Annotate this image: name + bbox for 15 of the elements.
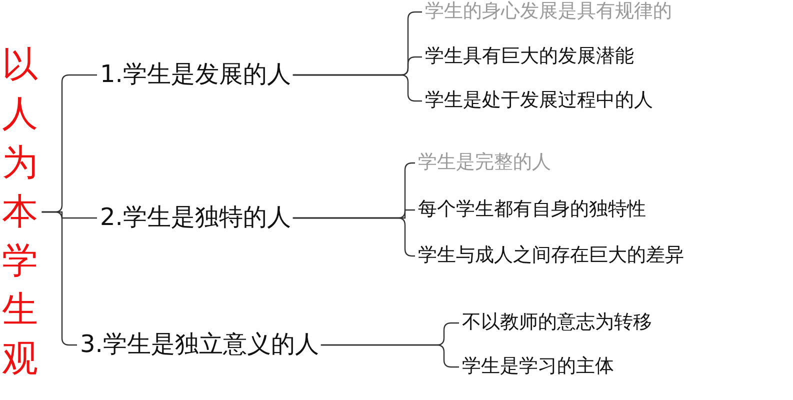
branch-label: 2.学生是独特的人: [100, 204, 291, 232]
point-text: 学生具有巨大的发展潜能: [425, 46, 634, 68]
point-text: 学生与成人之间存在巨大的差异: [418, 245, 684, 267]
brace-connector: [42, 211, 77, 346]
topic-title: 以人为本学生观: [2, 40, 40, 384]
point-text: 学生是完整的人: [418, 152, 551, 174]
point-text: 不以教师的意志为转移: [462, 312, 652, 334]
point-text: 学生的身心发展是具有规律的: [425, 1, 672, 23]
brace-connector: [292, 74, 422, 102]
point-text: 学生是处于发展过程中的人: [425, 90, 653, 112]
branch-label: 3.学生是独立意义的人: [80, 331, 319, 359]
point-text: 每个学生都有自身的独特性: [418, 199, 646, 221]
brace-connector: [320, 344, 459, 368]
branch-label: 1.学生是发展的人: [100, 61, 291, 89]
point-text: 学生是学习的主体: [462, 356, 614, 378]
